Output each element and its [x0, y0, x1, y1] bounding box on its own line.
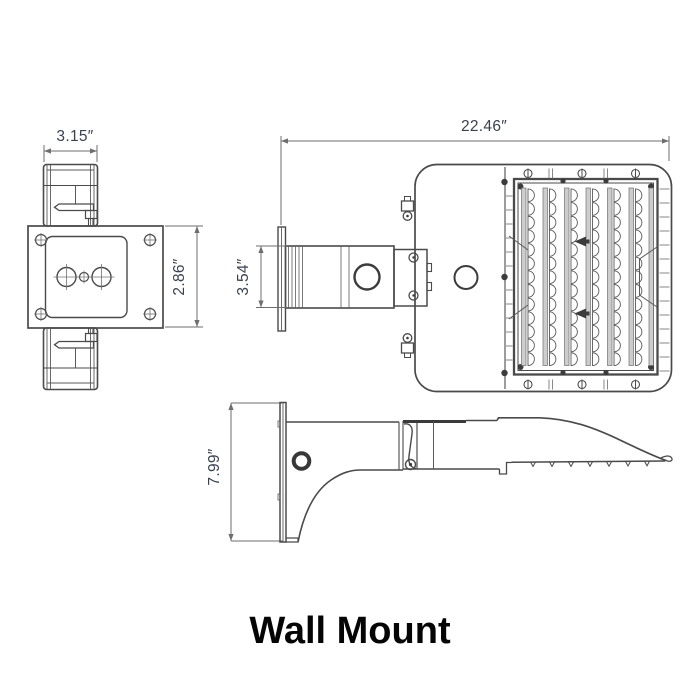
latch-lever-bottom [53, 327, 98, 368]
front-width-dim-label: 3.15″ [56, 128, 93, 145]
top-length-dimension: 22.46″ [280, 118, 670, 225]
front-height-dim-label: 2.86″ [171, 258, 188, 295]
top-length-dim-label: 22.46″ [461, 118, 507, 135]
arm-hole-side [291, 451, 312, 471]
bracket-lower-arm [42, 327, 99, 391]
arm-wire-hole [353, 263, 381, 291]
housing-wire-hole [453, 265, 479, 290]
wall-plate-side [277, 401, 287, 543]
front-width-dimension: 3.15″ [43, 128, 98, 162]
lens-retainer-clips [574, 236, 590, 319]
hinge-knuckle [398, 421, 418, 471]
side-height-dimension: 7.99″ [206, 402, 283, 542]
top-view-fixture: 22.46″ [235, 118, 673, 393]
arm-width-dim-label: 3.54″ [235, 258, 252, 295]
wall-plate-edge [277, 226, 287, 332]
bottom-band [523, 378, 641, 391]
side-view-fixture: 7.99″ [206, 401, 673, 543]
bracket-arm-side [286, 421, 403, 543]
led-module [508, 167, 670, 391]
drawing-title: Wall Mount [249, 610, 451, 652]
right-band-fins [659, 188, 670, 372]
fixture-housing-top [400, 163, 673, 393]
mounting-arm-top [284, 245, 433, 309]
housing-clip-bottom [400, 333, 415, 358]
front-view-wall-bracket: 3.15″ [27, 128, 203, 391]
knockout-hole-center [77, 270, 91, 284]
mounting-plate [27, 225, 164, 329]
knockout-hole-left [52, 263, 81, 291]
lens-separator-strips [521, 187, 654, 366]
arm-connector-block [393, 248, 433, 307]
side-height-dim-label: 7.99″ [206, 448, 223, 485]
housing-clip-top [400, 196, 415, 221]
top-band [523, 167, 641, 180]
plate-screw-top-right [142, 232, 158, 248]
arm-width-dimension: 3.54″ [235, 245, 287, 308]
bracket-upper-arm [42, 163, 99, 227]
fixture-head-side [403, 416, 673, 475]
knockout-hole-right [87, 263, 116, 291]
plate-screw-bottom-right [142, 306, 158, 322]
front-height-dimension: 2.86″ [165, 225, 203, 328]
